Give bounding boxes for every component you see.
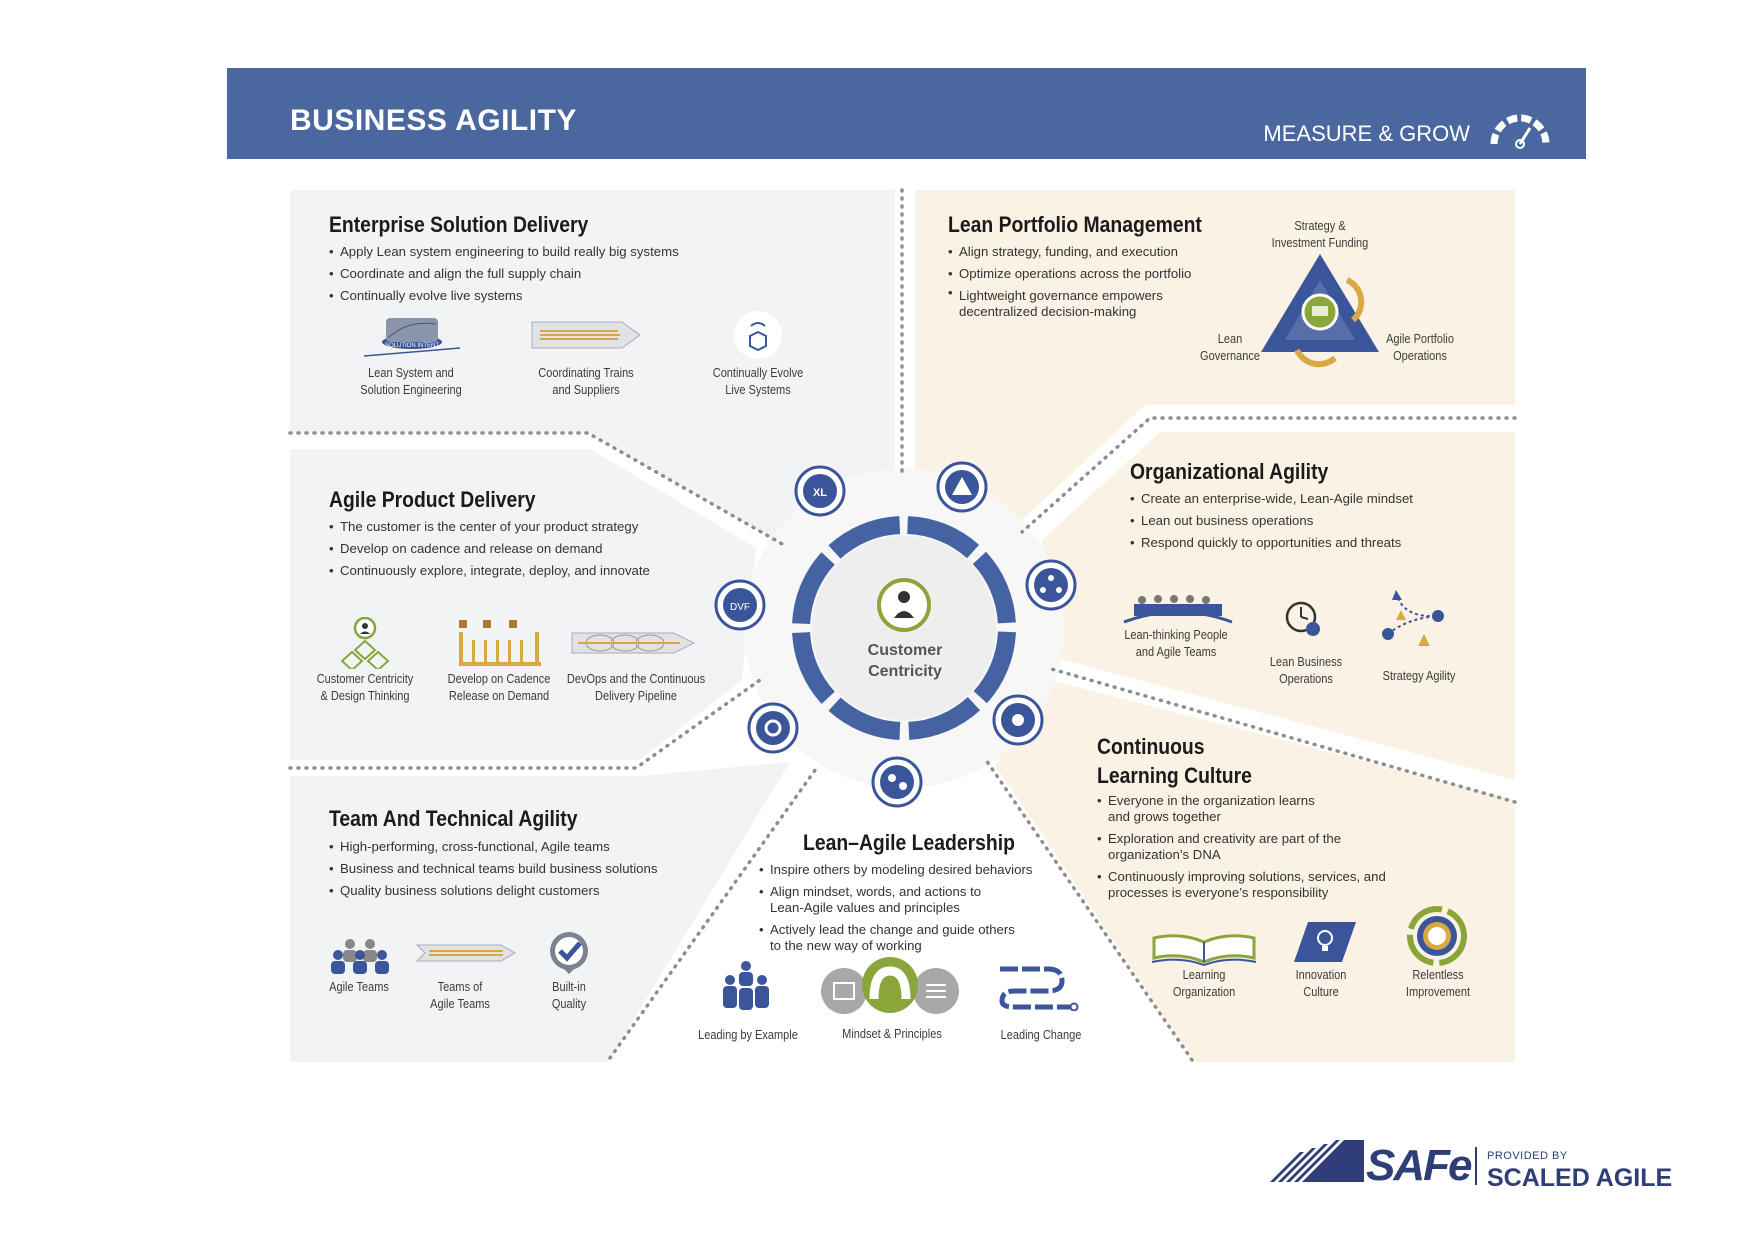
lpm-bullet: Lightweight governance empowers decentra… bbox=[948, 285, 1191, 320]
agile-teams-icon bbox=[331, 939, 389, 974]
header-banner: BUSINESS AGILITY MEASURE & GROW bbox=[227, 68, 1586, 159]
safe-stripes-logo bbox=[1270, 1140, 1364, 1182]
svg-text:DVF: DVF bbox=[730, 602, 750, 613]
built-in-quality-icon bbox=[550, 932, 588, 974]
apd-title: Agile Product Delivery bbox=[329, 487, 536, 512]
tta-bullet: High-performing, cross-functional, Agile… bbox=[329, 836, 657, 858]
tta-bullet: Business and technical teams build busin… bbox=[329, 858, 657, 880]
cl-bullet: Exploration and creativity are part of t… bbox=[1097, 831, 1386, 863]
leading-by-example-icon bbox=[723, 961, 769, 1010]
design-thinking-icon bbox=[340, 617, 390, 669]
svg-text:XL: XL bbox=[813, 487, 827, 499]
lpm-bullet: Optimize operations across the portfolio bbox=[948, 263, 1191, 285]
esd-caption: Coordinating Trains and Suppliers bbox=[538, 366, 634, 397]
lal-bullet: Align mindset, words, and actions to Lea… bbox=[759, 884, 1032, 916]
teams-of-teams-icon bbox=[415, 944, 517, 962]
tta-caption: Teams of Agile Teams bbox=[430, 980, 490, 1011]
lal-bullet: Inspire others by modeling desired behav… bbox=[759, 862, 1032, 878]
lal-bullets: Inspire others by modeling desired behav… bbox=[759, 862, 1032, 954]
strategy-agility-icon bbox=[1382, 590, 1444, 646]
lpm-bullet: Align strategy, funding, and execution bbox=[948, 241, 1191, 263]
apd-caption: Customer Centricity & Design Thinking bbox=[316, 672, 414, 703]
triangle-right-label: Agile Portfolio Operations bbox=[1386, 332, 1454, 363]
esd-caption: Lean System and Solution Engineering bbox=[360, 366, 462, 397]
tta-bullet: Quality business solutions delight custo… bbox=[329, 880, 657, 902]
cl-spoke-icon bbox=[992, 694, 1044, 746]
solution-intent-icon: SOLUTION INTENT bbox=[363, 318, 461, 357]
lpm-bullets: Align strategy, funding, and execution O… bbox=[948, 241, 1191, 320]
oa-caption: Lean Business Operations bbox=[1269, 655, 1343, 686]
customer-icon bbox=[877, 578, 931, 632]
innovation-culture-icon bbox=[1294, 922, 1356, 962]
lpm-spoke-icon bbox=[936, 461, 988, 513]
oa-spoke-icon bbox=[1025, 559, 1077, 611]
apd-spoke-icon: DVF bbox=[714, 579, 766, 631]
logo-divider bbox=[1475, 1147, 1477, 1185]
oa-bullet: Respond quickly to opportunities and thr… bbox=[1130, 532, 1413, 554]
apd-caption: Develop on Cadence Release on Demand bbox=[447, 672, 551, 703]
esd-bullets: Apply Lean system engineering to build r… bbox=[329, 241, 679, 307]
tta-title: Team And Technical Agility bbox=[329, 806, 578, 831]
live-system-icon bbox=[734, 311, 782, 359]
apd-bullet: The customer is the center of your produ… bbox=[329, 516, 650, 538]
page-title: BUSINESS AGILITY bbox=[290, 104, 577, 137]
people-teams-icon bbox=[1123, 595, 1233, 624]
apd-bullets: The customer is the center of your produ… bbox=[329, 516, 650, 582]
center-label: Customer Centricity bbox=[867, 642, 943, 680]
esd-bullet: Continually evolve live systems bbox=[329, 285, 679, 307]
oa-caption: Lean-thinking People and Agile Teams bbox=[1124, 628, 1228, 659]
cl-bullets: Everyone in the organization learns and … bbox=[1097, 793, 1386, 901]
tta-caption: Built-in Quality bbox=[551, 980, 587, 1011]
center-ring bbox=[792, 515, 1016, 740]
cl-title: Continuous Learning Culture bbox=[1097, 734, 1252, 788]
pipeline-icon bbox=[571, 632, 696, 654]
esd-spoke-icon: XL bbox=[794, 465, 846, 517]
svg-text:SOLUTION INTENT: SOLUTION INTENT bbox=[385, 343, 439, 349]
provided-by-label: PROVIDED BY bbox=[1487, 1150, 1568, 1162]
train-icon bbox=[531, 321, 641, 349]
tta-caption: Agile Teams bbox=[329, 980, 389, 994]
apd-caption: DevOps and the Continuous Delivery Pipel… bbox=[566, 672, 706, 703]
cl-caption: Innovation Culture bbox=[1295, 968, 1347, 999]
triangle-left-label: Lean Governance bbox=[1200, 332, 1260, 363]
cl-bullet: Everyone in the organization learns and … bbox=[1097, 793, 1386, 825]
oa-bullet: Lean out business operations bbox=[1130, 510, 1413, 532]
leading-change-icon bbox=[999, 966, 1079, 1011]
oa-caption: Strategy Agility bbox=[1382, 669, 1456, 683]
measure-grow-label: MEASURE & GROW bbox=[1263, 121, 1470, 146]
lal-title: Lean–Agile Leadership bbox=[803, 830, 1015, 855]
triangle-top-label: Strategy & Investment Funding bbox=[1271, 219, 1369, 250]
cadence-icon bbox=[459, 620, 541, 666]
relentless-improvement-icon bbox=[1407, 906, 1467, 966]
oa-bullet: Create an enterprise-wide, Lean-Agile mi… bbox=[1130, 488, 1413, 510]
lal-caption: Leading Change bbox=[1000, 1028, 1082, 1042]
apd-bullet: Continuously explore, integrate, deploy,… bbox=[329, 560, 650, 582]
gauge-icon bbox=[1490, 114, 1550, 149]
apd-bullet: Develop on cadence and release on demand bbox=[329, 538, 650, 560]
lpm-triangle-icon bbox=[1261, 254, 1379, 368]
divider-lines bbox=[288, 188, 1517, 1062]
oa-bullets: Create an enterprise-wide, Lean-Agile mi… bbox=[1130, 488, 1413, 554]
tta-bullets: High-performing, cross-functional, Agile… bbox=[329, 836, 657, 902]
lal-bullet: Actively lead the change and guide other… bbox=[759, 922, 1032, 954]
lpm-title: Lean Portfolio Management bbox=[948, 212, 1202, 237]
safe-logo-text: SAFe bbox=[1366, 1141, 1472, 1190]
mindset-principles-icon bbox=[821, 957, 959, 1014]
esd-title: Enterprise Solution Delivery bbox=[329, 212, 589, 237]
cl-bullet: Continuously improving solutions, servic… bbox=[1097, 869, 1386, 901]
esd-bullet: Coordinate and align the full supply cha… bbox=[329, 263, 679, 285]
learning-organization-icon bbox=[1151, 934, 1257, 966]
oa-title: Organizational Agility bbox=[1130, 459, 1329, 484]
business-operations-icon bbox=[1285, 601, 1320, 636]
esd-bullet: Apply Lean system engineering to build r… bbox=[329, 241, 679, 263]
scaled-agile-label: SCALED AGILE bbox=[1487, 1164, 1673, 1192]
esd-caption: Continually Evolve Live Systems bbox=[712, 366, 804, 397]
lal-caption: Leading by Example bbox=[698, 1028, 798, 1042]
cl-caption: Learning Organization bbox=[1172, 968, 1236, 999]
lal-caption: Mindset & Principles bbox=[842, 1027, 942, 1041]
lal-spoke-icon bbox=[871, 756, 923, 808]
tta-spoke-icon bbox=[747, 702, 799, 754]
cl-caption: Relentless Improvement bbox=[1405, 968, 1471, 999]
